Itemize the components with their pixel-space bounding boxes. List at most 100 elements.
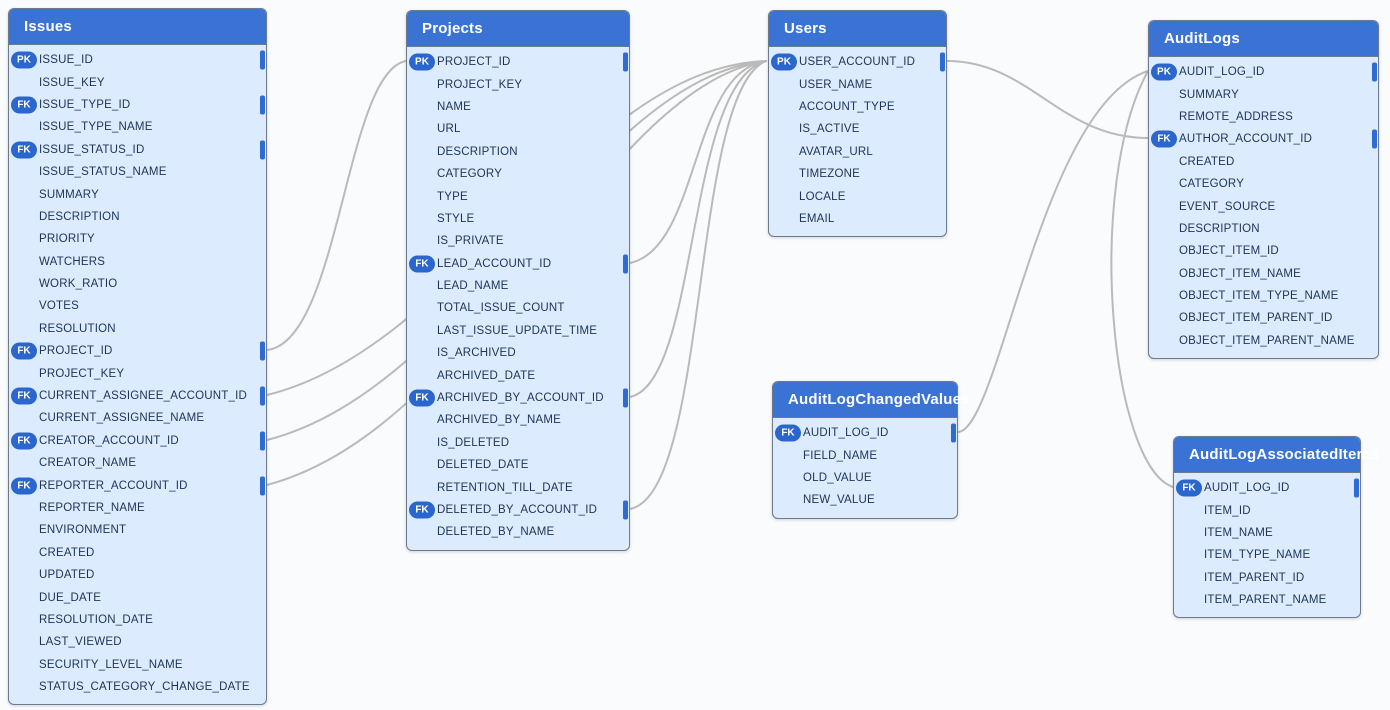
field-row[interactable]: SUMMARY — [1149, 83, 1378, 105]
field-row[interactable]: LOCALE — [769, 185, 946, 207]
table-title[interactable]: AuditLogs — [1149, 21, 1378, 57]
field-row[interactable]: CATEGORY — [1149, 173, 1378, 195]
table-title[interactable]: AuditLogChangedValues — [773, 382, 970, 418]
field-row[interactable]: ARCHIVED_DATE — [407, 364, 629, 386]
field-row[interactable]: IS_PRIVATE — [407, 230, 629, 252]
field-row[interactable]: IS_ACTIVE — [769, 118, 946, 140]
connector-tick — [260, 341, 265, 361]
field-row[interactable]: EVENT_SOURCE — [1149, 195, 1378, 217]
field-row[interactable]: USER_NAME — [769, 73, 946, 95]
field-row[interactable]: CATEGORY — [407, 163, 629, 185]
field-row[interactable]: DESCRIPTION — [9, 206, 266, 228]
field-row[interactable]: SUMMARY — [9, 183, 266, 205]
field-row[interactable]: DESCRIPTION — [1149, 218, 1378, 240]
field-row[interactable]: OBJECT_ITEM_ID — [1149, 240, 1378, 262]
field-row[interactable]: AVATAR_URL — [769, 141, 946, 163]
field-label: CREATOR_NAME — [39, 457, 137, 470]
field-row[interactable]: TYPE — [407, 185, 629, 207]
field-row[interactable]: CREATED — [9, 542, 266, 564]
field-row[interactable]: VOTES — [9, 295, 266, 317]
field-row[interactable]: DELETED_DATE — [407, 454, 629, 476]
field-row[interactable]: ITEM_PARENT_NAME — [1174, 589, 1360, 611]
field-row[interactable]: OBJECT_ITEM_PARENT_NAME — [1149, 330, 1378, 352]
field-row[interactable]: LEAD_NAME — [407, 275, 629, 297]
table-title[interactable]: AuditLogAssociatedItems — [1174, 437, 1378, 473]
field-row[interactable]: RETENTION_TILL_DATE — [407, 476, 629, 498]
field-row[interactable]: PRIORITY — [9, 228, 266, 250]
field-row[interactable]: ARCHIVED_BY_NAME — [407, 409, 629, 431]
field-row[interactable]: RESOLUTION — [9, 318, 266, 340]
field-row[interactable]: STYLE — [407, 208, 629, 230]
field-row[interactable]: LAST_ISSUE_UPDATE_TIME — [407, 320, 629, 342]
field-row[interactable]: NEW_VALUE — [773, 489, 957, 511]
table-title[interactable]: Issues — [9, 9, 266, 45]
field-row[interactable]: RESOLUTION_DATE — [9, 609, 266, 631]
field-row[interactable]: CREATOR_NAME — [9, 452, 266, 474]
field-label: REMOTE_ADDRESS — [1179, 110, 1293, 123]
field-row[interactable]: PROJECT_KEY — [9, 362, 266, 384]
field-row[interactable]: UPDATED — [9, 564, 266, 586]
field-row[interactable]: REPORTER_NAME — [9, 497, 266, 519]
field-row[interactable]: ITEM_NAME — [1174, 522, 1360, 544]
field-row[interactable]: TOTAL_ISSUE_COUNT — [407, 297, 629, 319]
field-row[interactable]: LAST_VIEWED — [9, 631, 266, 653]
field-row[interactable]: CREATED — [1149, 151, 1378, 173]
field-row[interactable]: ISSUE_KEY — [9, 71, 266, 93]
field-row[interactable]: OBJECT_ITEM_NAME — [1149, 263, 1378, 285]
field-row[interactable]: SECURITY_LEVEL_NAME — [9, 654, 266, 676]
field-row[interactable]: DELETED_BY_NAME — [407, 521, 629, 543]
field-row[interactable]: DUE_DATE — [9, 586, 266, 608]
field-row[interactable]: ITEM_PARENT_ID — [1174, 567, 1360, 589]
field-row[interactable]: FIELD_NAME — [773, 444, 957, 466]
relationship-line — [957, 70, 1149, 433]
field-row[interactable]: DESCRIPTION — [407, 141, 629, 163]
table-title[interactable]: Users — [769, 11, 946, 47]
field-row[interactable]: ITEM_TYPE_NAME — [1174, 544, 1360, 566]
field-row[interactable]: WORK_RATIO — [9, 273, 266, 295]
field-row[interactable]: TIMEZONE — [769, 163, 946, 185]
relationship-line — [946, 60, 1149, 139]
field-row[interactable]: OLD_VALUE — [773, 467, 957, 489]
field-row[interactable]: NAME — [407, 96, 629, 118]
field-row[interactable]: IS_ARCHIVED — [407, 342, 629, 364]
table-title[interactable]: Projects — [407, 11, 629, 47]
field-row[interactable]: PROJECT_KEY — [407, 73, 629, 95]
field-row[interactable]: OBJECT_ITEM_TYPE_NAME — [1149, 285, 1378, 307]
field-row[interactable]: ISSUE_STATUS_NAME — [9, 161, 266, 183]
field-row[interactable]: ENVIRONMENT — [9, 519, 266, 541]
field-row[interactable]: EMAIL — [769, 208, 946, 230]
field-row[interactable]: WATCHERS — [9, 251, 266, 273]
field-row[interactable]: OBJECT_ITEM_PARENT_ID — [1149, 307, 1378, 329]
field-row[interactable]: URL — [407, 118, 629, 140]
field-row[interactable]: ISSUE_TYPE_NAME — [9, 116, 266, 138]
field-row[interactable]: STATUS_CATEGORY_CHANGE_DATE — [9, 676, 266, 698]
field-row[interactable]: ACCOUNT_TYPE — [769, 96, 946, 118]
field-row[interactable]: REMOTE_ADDRESS — [1149, 106, 1378, 128]
field-row[interactable]: IS_DELETED — [407, 432, 629, 454]
field-row[interactable]: CURRENT_ASSIGNEE_NAME — [9, 407, 266, 429]
field-row[interactable]: ITEM_ID — [1174, 499, 1360, 521]
